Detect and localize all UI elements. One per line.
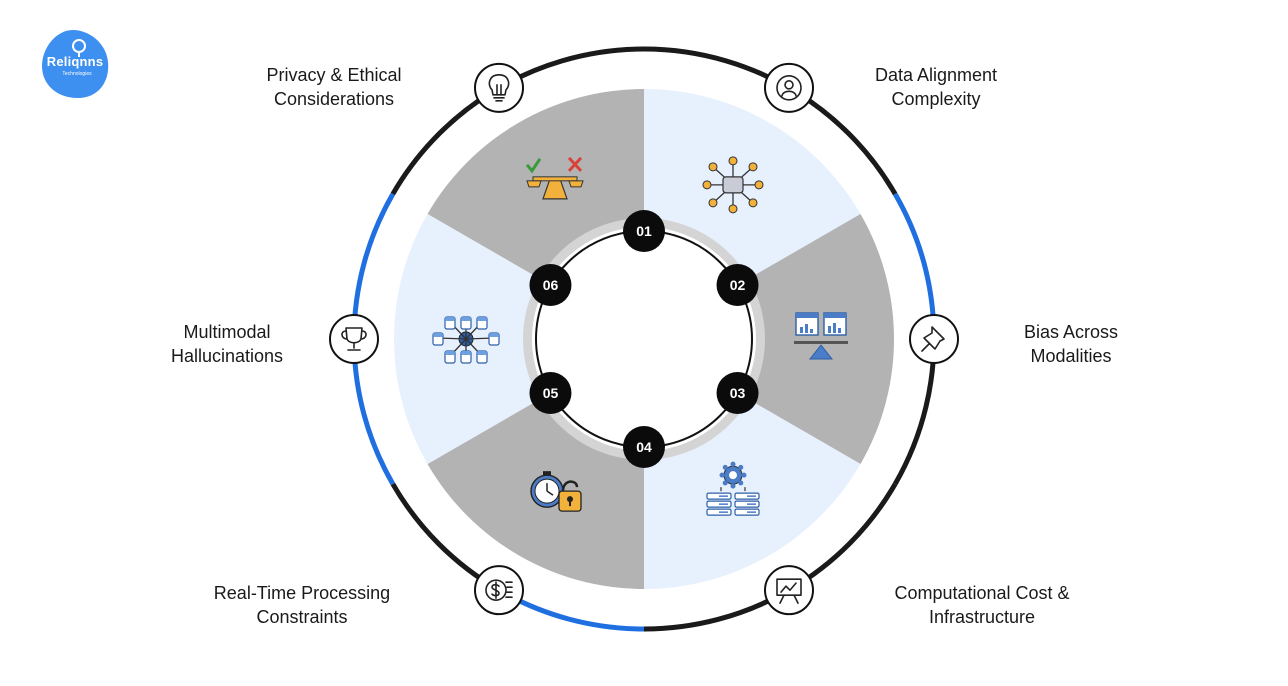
- lightbulb-icon: [474, 62, 524, 113]
- server-gear-icon: [706, 461, 760, 516]
- segment-bias: [644, 214, 894, 464]
- step-badge-05: 05: [529, 372, 572, 414]
- step-number: 06: [543, 277, 559, 293]
- step-number: 02: [730, 277, 746, 293]
- charts-on-balance-icon: [794, 312, 848, 360]
- user-profile-icon: [764, 62, 814, 113]
- step-badge-06: 06: [529, 264, 572, 306]
- stopwatch-lock-icon: [530, 471, 582, 512]
- outer-ring-arc: [892, 192, 937, 324]
- step-number: 05: [543, 385, 559, 401]
- logo-shape: [42, 30, 109, 98]
- database-network-icon: [432, 316, 500, 364]
- inner-hub: [532, 227, 756, 451]
- label-computational-cost: Computational Cost &Infrastructure: [894, 583, 1070, 627]
- step-badge-03: 03: [716, 372, 759, 414]
- outer-ring-arc: [390, 46, 898, 196]
- number-badges: 01 02 03 04 05 06: [529, 210, 759, 468]
- step-number: 03: [730, 385, 746, 401]
- ring-icons: [329, 62, 959, 616]
- company-logo: Reliqnns Technologies: [40, 28, 110, 100]
- segment-icons: [432, 156, 848, 516]
- dollar-coins-icon: [474, 565, 524, 616]
- trophy-icon: [329, 314, 379, 364]
- presentation-chart-icon: [764, 565, 814, 616]
- segment-multimodal: [394, 214, 644, 464]
- logo-wordmark: Reliqnns: [46, 54, 104, 69]
- logo-tagline: Technologies: [62, 71, 92, 77]
- pushpin-icon: [909, 314, 959, 364]
- step-badge-02: 02: [716, 264, 759, 306]
- step-badge-01: 01: [623, 210, 665, 252]
- network-hub-icon: [702, 156, 764, 214]
- balance-scale-check-cross-icon: [525, 156, 584, 200]
- step-badge-04: 04: [623, 426, 665, 468]
- step-number: 04: [636, 439, 652, 455]
- step-number: 01: [636, 223, 652, 239]
